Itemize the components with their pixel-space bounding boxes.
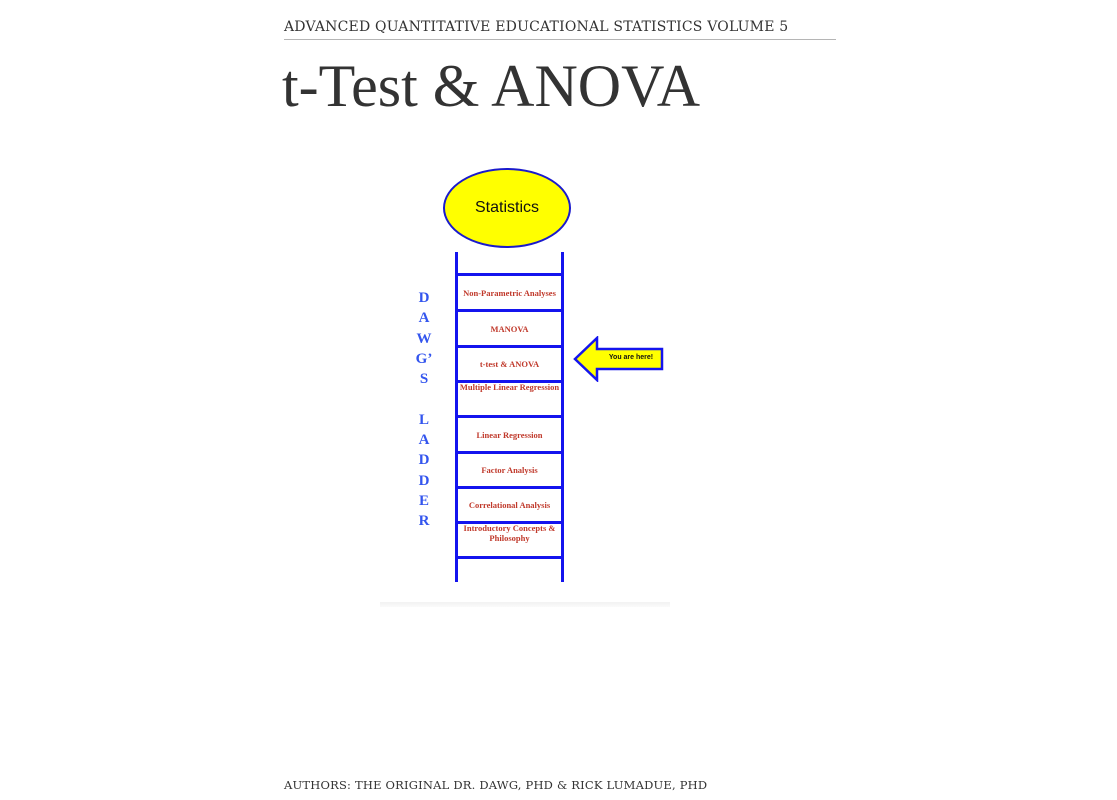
statistics-label: Statistics xyxy=(474,199,539,216)
side-letter: R xyxy=(418,513,430,530)
ladder-rung xyxy=(455,486,564,489)
book-title: t-Test & ANOVA xyxy=(282,53,701,119)
side-letter: A xyxy=(418,432,430,449)
ladder-rung xyxy=(455,415,564,418)
side-letter: D xyxy=(418,472,430,489)
ladder-rung xyxy=(455,556,564,559)
ladder-step: Non-Parametric Analyses xyxy=(463,287,556,298)
ladder-step: Introductory Concepts & Philosophy xyxy=(463,523,556,543)
side-letter: D xyxy=(418,452,430,469)
side-letter: D xyxy=(418,290,430,306)
side-letter: S xyxy=(419,371,429,388)
ladder-rung xyxy=(455,273,564,276)
side-letter: W xyxy=(416,330,432,347)
ladder-rung xyxy=(455,345,564,348)
side-letter: G’ xyxy=(415,350,433,367)
you-are-here-arrow-icon xyxy=(573,336,664,382)
statistics-oval: Statistics xyxy=(443,168,571,248)
ladder-step-current: t-test & ANOVA xyxy=(479,359,540,369)
dawgs-ladder-side-label: D A W G’ S L A D D E R xyxy=(414,288,434,532)
dawgs-ladder-figure: Statistics D A W G’ S L A D D E R Non-Pa… xyxy=(380,160,670,610)
ladder-step: Linear Regression xyxy=(476,429,543,440)
side-letter: A xyxy=(418,310,430,327)
ladder-rung xyxy=(455,309,564,312)
ladder-step: Correlational Analysis xyxy=(468,500,551,510)
ladder-rung xyxy=(455,521,564,524)
ladder-step: Factor Analysis xyxy=(481,465,538,475)
side-letter: L xyxy=(418,411,429,428)
side-letter: E xyxy=(418,492,429,509)
ladder-step: MANOVA xyxy=(490,323,529,334)
figure-bottom-edge xyxy=(380,602,670,607)
side-letter-gap xyxy=(414,389,434,409)
you-are-here-label: You are here! xyxy=(608,354,654,361)
ladder-step: Multiple Linear Regression xyxy=(459,382,560,392)
series-title: ADVANCED QUANTITATIVE EDUCATIONAL STATIS… xyxy=(284,19,836,40)
ladder-rung xyxy=(455,380,564,383)
authors-line: AUTHORS: THE ORIGINAL DR. DAWG, PHD & RI… xyxy=(284,778,708,792)
ladder-rung xyxy=(455,451,564,454)
